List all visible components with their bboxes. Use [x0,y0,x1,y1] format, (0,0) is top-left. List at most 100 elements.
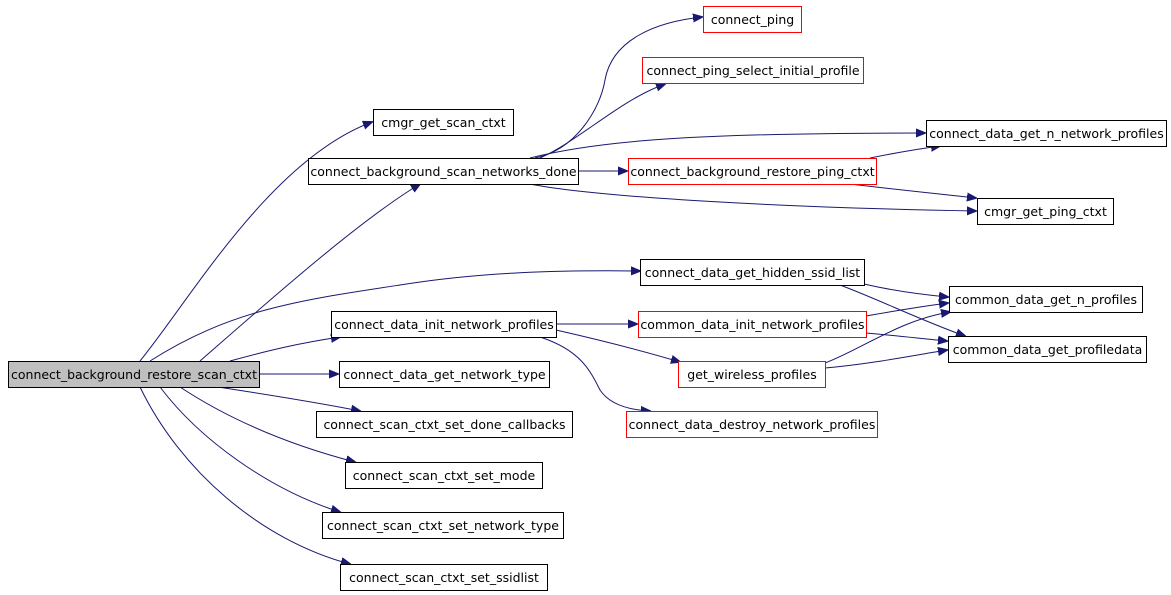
edge-arrow [229,337,340,362]
node-box[interactable] [926,120,1167,147]
node-connect-background-scan-networks-done[interactable]: connect_background_scan_networks_done [308,158,579,185]
nodes: connect_background_restore_scan_ctxt cmgr… [8,6,1167,591]
node-connect-background-restore-ping-ctxt[interactable]: connect_background_restore_ping_ctxt [628,158,877,185]
edge-arrow [217,386,360,411]
node-label: cmgr_get_ping_ctxt [984,204,1107,219]
node-label: connect_scan_ctxt_set_ssidlist [349,570,539,585]
node-label: connect_data_get_n_network_profiles [929,126,1163,141]
node-connect-data-get-network-type[interactable]: connect_data_get_network_type [339,361,550,388]
edge-n_bg_scan_done-to-n_cmgr_ping [529,183,976,211]
node-box[interactable] [8,361,260,388]
node-label: connect_background_scan_networks_done [310,164,577,179]
edge-arrow [179,386,355,462]
node-connect-ping[interactable]: connect_ping [703,6,802,33]
node-label: connect_scan_ctxt_set_done_callbacks [323,417,565,432]
node-common-data-get-n-profiles[interactable]: common_data_get_n_profiles [949,286,1143,313]
edge-arrow [529,133,925,159]
node-box[interactable] [322,512,564,539]
node-connect-scan-ctxt-set-mode[interactable]: connect_scan_ctxt_set_mode [345,462,543,489]
edge-n_wireless-to-n_cd_nprof [824,312,950,364]
node-label: connect_data_get_hidden_ssid_list [645,265,861,280]
node-common-data-get-profiledata[interactable]: common_data_get_profiledata [948,336,1147,363]
edge-arrow [199,184,420,362]
node-label: get_wireless_profiles [687,367,816,382]
node-get-wireless-profiles[interactable]: get_wireless_profiles [678,361,826,388]
node-box[interactable] [331,311,557,338]
edge-root-to-n_hidden [149,271,640,362]
node-label: connect_data_init_network_profiles [334,317,554,332]
node-box[interactable] [678,361,826,388]
node-box[interactable] [373,109,514,136]
node-box[interactable] [308,158,579,185]
node-box[interactable] [316,411,573,438]
node-connect-ping-select-initial-profile[interactable]: connect_ping_select_initial_profile [642,57,864,84]
edge-root-to-n_set_ssid [139,386,350,564]
edge-root-to-n_cmgr_scan [139,122,372,362]
node-connect-scan-ctxt-set-ssidlist[interactable]: connect_scan_ctxt_set_ssidlist [340,564,548,591]
edge-n_wireless-to-n_cd_pdata [824,350,947,369]
node-box[interactable] [638,311,867,338]
node-common-data-init-network-profiles[interactable]: common_data_init_network_profiles [638,311,867,338]
edge-root-to-n_set_done [217,386,360,411]
node-cmgr-get-scan-ctxt[interactable]: cmgr_get_scan_ctxt [373,109,514,136]
edge-n_bg_scan_done-to-n_ping_sel [539,84,665,159]
node-box[interactable] [948,336,1147,363]
node-label: connect_background_restore_ping_ctxt [630,164,874,179]
node-box[interactable] [640,259,865,286]
node-box[interactable] [628,158,877,185]
edge-n_cd_init-to-n_cd_nprof [865,303,948,317]
edge-n_bg_scan_done-to-n_ping [534,17,702,159]
node-label: connect_ping [711,12,794,27]
edge-arrow [555,329,680,362]
edge-n_init_net-to-n_destroy [539,336,650,411]
edge-arrow [824,350,947,369]
edge-n_bg_ping-to-n_n_net_prof [869,146,940,159]
node-cmgr-get-ping-ctxt[interactable]: cmgr_get_ping_ctxt [977,198,1114,225]
node-box[interactable] [977,198,1114,225]
node-label: connect_scan_ctxt_set_network_type [327,518,559,533]
edge-arrow [149,271,640,362]
edge-arrow [865,303,948,317]
edge-root-to-n_bg_scan_done [199,184,420,362]
node-box[interactable] [345,462,543,489]
node-connect-data-get-n-network-profiles[interactable]: connect_data_get_n_network_profiles [926,120,1167,147]
node-connect-data-get-hidden-ssid-list[interactable]: connect_data_get_hidden_ssid_list [640,259,865,286]
edge-arrow [534,17,702,159]
node-connect-background-restore-scan-ctxt[interactable]: connect_background_restore_scan_ctxt [8,361,260,388]
edge-n_init_net-to-n_wireless [555,329,680,362]
node-label: connect_background_restore_scan_ctxt [11,367,257,382]
edge-arrow [529,183,976,211]
node-box[interactable] [626,411,878,438]
node-box[interactable] [642,57,864,84]
node-connect-data-destroy-network-profiles[interactable]: connect_data_destroy_network_profiles [626,411,878,438]
edge-root-to-n_set_mode [179,386,355,462]
node-connect-data-init-network-profiles[interactable]: connect_data_init_network_profiles [331,311,557,338]
node-label: cmgr_get_scan_ctxt [381,115,506,130]
edge-root-to-n_init_net [229,337,340,362]
node-label: common_data_init_network_profiles [640,317,864,332]
node-label: connect_scan_ctxt_set_mode [353,468,536,483]
edge-arrow [539,336,650,411]
edge-n_bg_ping-to-n_cmgr_ping [849,183,976,198]
node-box[interactable] [339,361,550,388]
edge-arrow [869,146,940,159]
node-label: connect_ping_select_initial_profile [646,63,859,78]
node-label: common_data_get_profiledata [953,342,1143,357]
node-connect-scan-ctxt-set-network-type[interactable]: connect_scan_ctxt_set_network_type [322,512,564,539]
edges [139,17,976,564]
node-connect-scan-ctxt-set-done-callbacks[interactable]: connect_scan_ctxt_set_done_callbacks [316,411,573,438]
edge-arrow [824,312,950,364]
edge-arrow [139,122,372,362]
node-box[interactable] [703,6,802,33]
edge-arrow [139,386,350,564]
edge-arrow [849,183,976,198]
edge-arrow [865,332,947,341]
node-box[interactable] [340,564,548,591]
edge-arrow [863,283,948,297]
edge-root-to-n_set_ntype [159,386,340,512]
edge-arrow [539,84,665,159]
edge-n_cd_init-to-n_cd_pdata [865,332,947,341]
node-label: connect_data_get_network_type [343,367,546,382]
node-box[interactable] [949,286,1143,313]
